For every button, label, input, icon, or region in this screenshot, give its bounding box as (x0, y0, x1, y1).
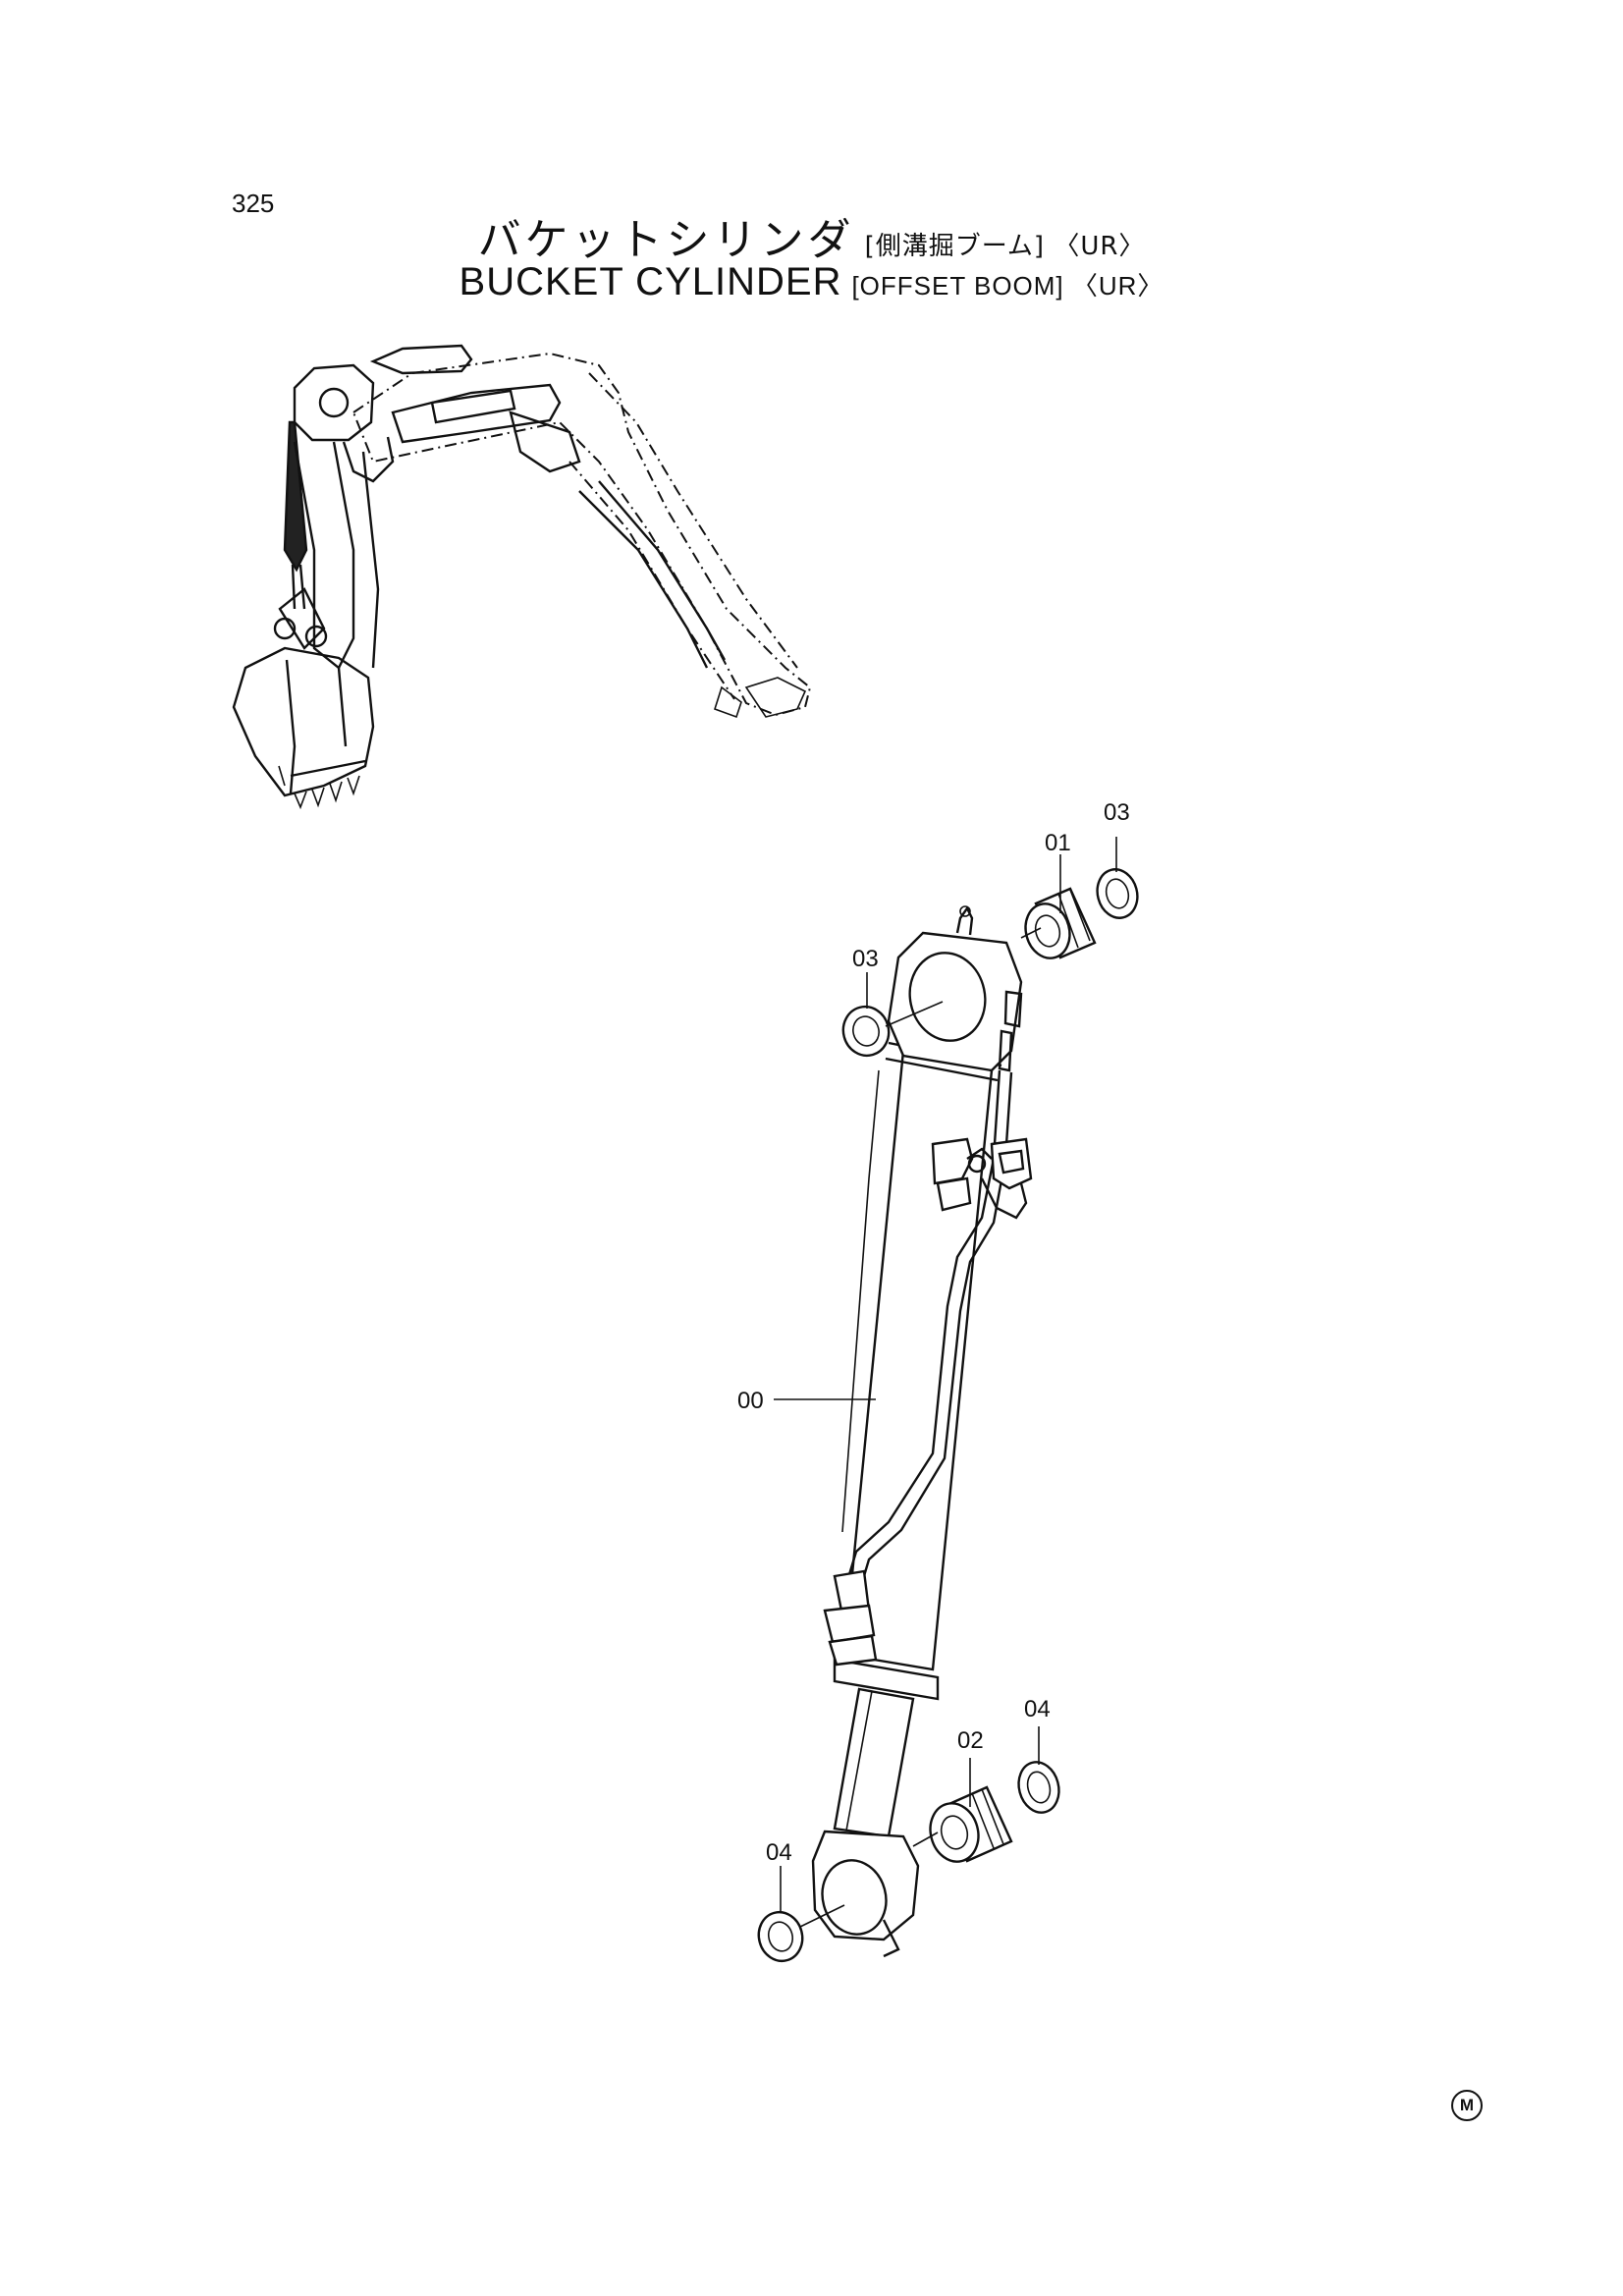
callout-00: 00 (737, 1388, 764, 1414)
title-jp-qualifier: [側溝掘ブーム] 〈UR〉 (864, 232, 1146, 261)
callout-02: 02 (957, 1727, 984, 1754)
ring-04-bottom-left (757, 1910, 804, 1963)
callout-04-bottom-right: 04 (1024, 1696, 1051, 1722)
callout-03-top-right: 03 (1104, 799, 1130, 826)
title-jp-main: バケットシリンダ (477, 215, 855, 265)
callout-01: 01 (1045, 830, 1071, 856)
excavator-attachment-illustration (232, 344, 812, 810)
title-japanese: バケットシリンダ [側溝掘ブーム] 〈UR〉 (0, 204, 1623, 267)
ring-03-left (841, 1005, 891, 1058)
bushing-01 (1024, 887, 1097, 959)
title-english: BUCKET CYLINDER [OFFSET BOOM] 〈UR〉 (0, 260, 1623, 304)
ring-03-top-right (1096, 868, 1139, 919)
bucket-cylinder-assembly (757, 837, 1139, 1963)
bushing-02 (929, 1785, 1013, 1863)
callout-04-bottom-left: 04 (766, 1839, 792, 1866)
callout-03-left: 03 (852, 946, 879, 972)
ring-04-bottom-right (1017, 1761, 1060, 1814)
title-en-main: BUCKET CYLINDER (459, 260, 842, 303)
page-number: 325 (232, 189, 275, 218)
title-en-qualifier: [OFFSET BOOM] 〈UR〉 (851, 271, 1164, 301)
manufacturer-mark: M (1451, 2090, 1483, 2121)
